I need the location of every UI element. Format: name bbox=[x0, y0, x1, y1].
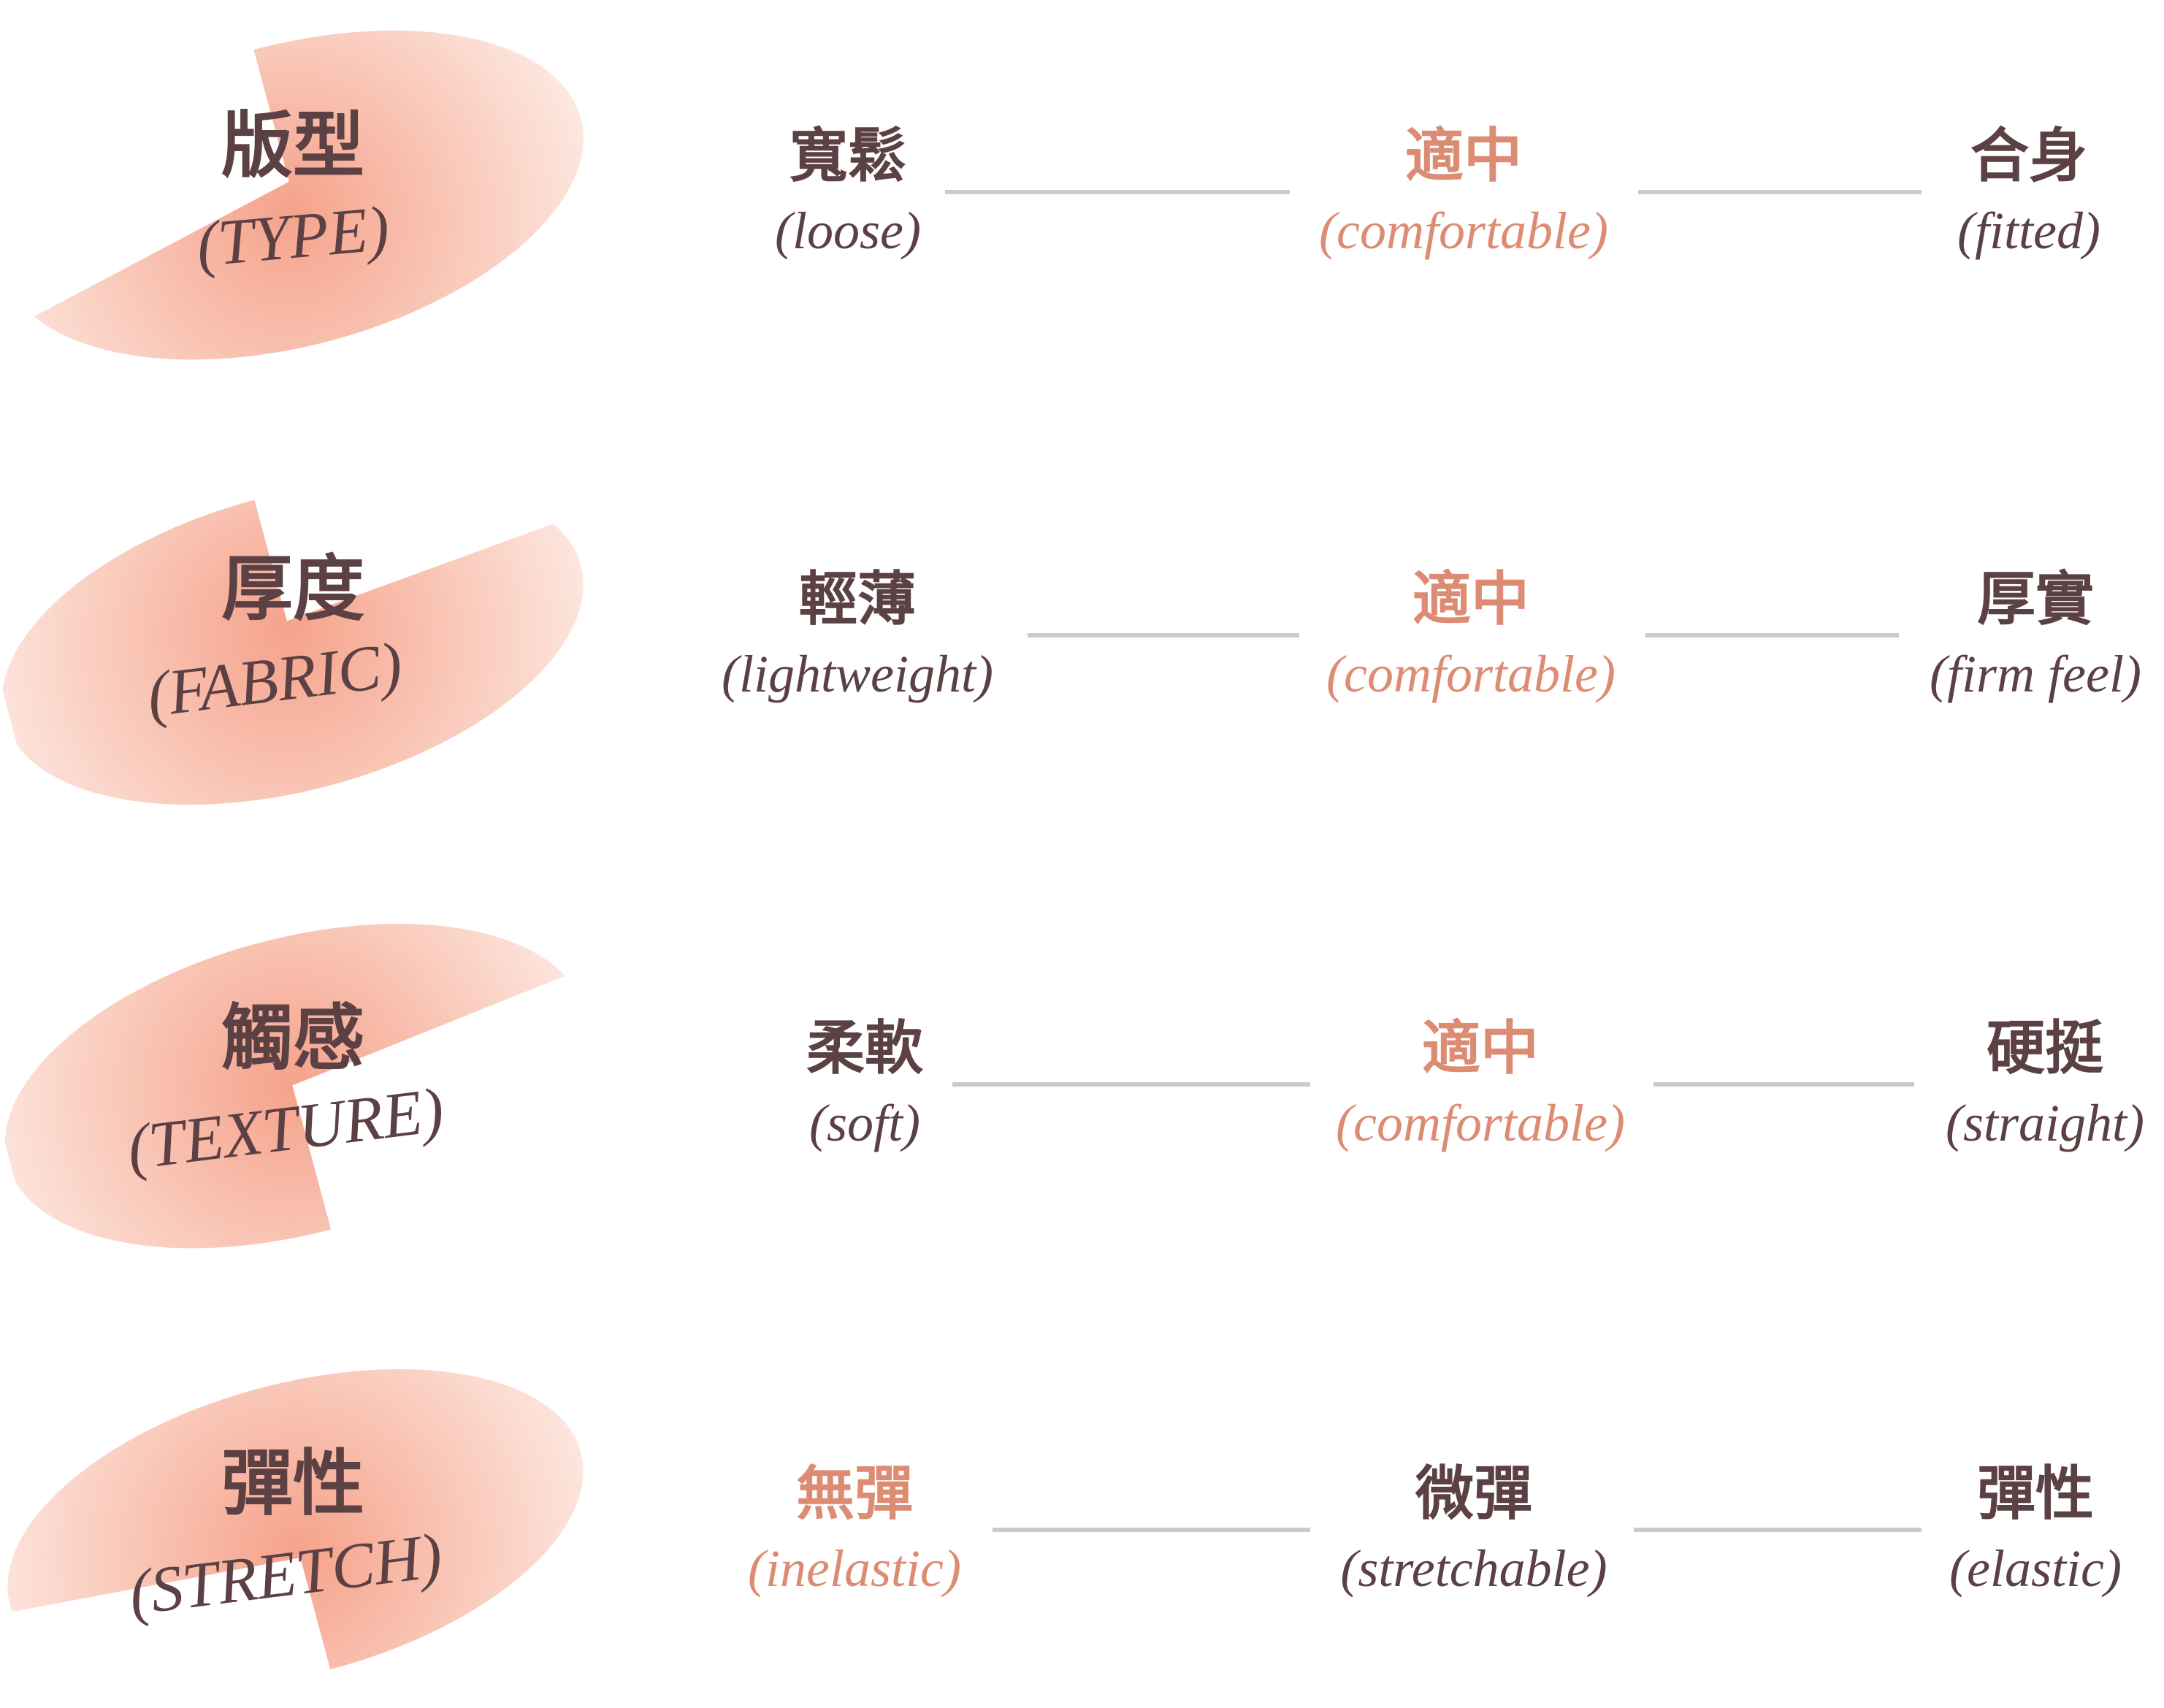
option-lightweight: 輕薄 (lightweight) bbox=[638, 563, 1077, 711]
scale-line bbox=[1634, 1528, 1922, 1532]
scale-line bbox=[945, 190, 1290, 194]
scale-line bbox=[1638, 190, 1922, 194]
scale-line bbox=[993, 1528, 1310, 1532]
option-inelastic: 無彈 (inelastic) bbox=[635, 1458, 1074, 1605]
row-label-zh: 厚度 bbox=[221, 548, 364, 631]
option-label-en: (lightweight) bbox=[722, 645, 993, 703]
option-label-en: (fitted) bbox=[1957, 202, 2100, 260]
option-label-en: (firm feel) bbox=[1930, 645, 2141, 703]
option-loose: 寬鬆 (loose) bbox=[629, 120, 1067, 267]
option-label-en: (elastic) bbox=[1949, 1539, 2122, 1598]
scale-line bbox=[1645, 633, 1899, 637]
scale-line bbox=[1653, 1082, 1914, 1087]
row-type: 版型 (TYPE) 寬鬆 (loose) 適中 (comfortable) 合身… bbox=[0, 0, 2164, 365]
option-comfortable: 適中 (comfortable) bbox=[1245, 120, 1683, 267]
option-label-en: (loose) bbox=[775, 202, 921, 260]
option-label-en: (comfortable) bbox=[1319, 202, 1608, 260]
label-blob bbox=[1, 30, 584, 360]
option-stretchable: 微彈 (stretchable) bbox=[1255, 1458, 1693, 1605]
row-fabric: 厚度 (FABRIC) 輕薄 (lightweight) 適中 (comfort… bbox=[0, 443, 2164, 808]
scale-line bbox=[1028, 633, 1299, 637]
label-blob bbox=[4, 924, 586, 1249]
label-blob bbox=[7, 1369, 584, 1688]
option-fitted: 合身 (fitted) bbox=[1912, 120, 2146, 267]
row-label-zh: 彈性 bbox=[221, 1442, 364, 1525]
row-texture: 觸感 (TEXTURE) 柔軟 (soft) 適中 (comfortable) … bbox=[0, 892, 2164, 1257]
row-label-zh: 觸感 bbox=[221, 997, 364, 1080]
option-label-en: (straight) bbox=[1945, 1094, 2144, 1152]
option-comfortable: 適中 (comfortable) bbox=[1261, 1012, 1700, 1160]
option-label-zh: 寬鬆 bbox=[789, 122, 906, 190]
option-label-zh: 微彈 bbox=[1415, 1460, 1532, 1528]
option-label-zh: 合身 bbox=[1970, 122, 2087, 190]
option-comfortable: 適中 (comfortable) bbox=[1252, 563, 1690, 711]
option-label-en: (soft) bbox=[809, 1094, 920, 1152]
option-elastic: 彈性 (elastic) bbox=[1919, 1458, 2152, 1605]
option-label-zh: 適中 bbox=[1405, 122, 1522, 190]
option-label-zh: 無彈 bbox=[796, 1460, 913, 1528]
option-label-zh: 彈性 bbox=[1977, 1460, 2094, 1528]
option-soft: 柔軟 (soft) bbox=[646, 1012, 1084, 1160]
option-label-en: (comfortable) bbox=[1336, 1094, 1625, 1152]
row-label-zh: 版型 bbox=[221, 104, 364, 188]
option-straight: 硬挺 (straight) bbox=[1928, 1012, 2162, 1160]
option-label-zh: 適中 bbox=[1412, 565, 1529, 633]
option-firm-feel: 厚實 (firm feel) bbox=[1919, 563, 2152, 711]
option-label-zh: 適中 bbox=[1422, 1014, 1539, 1082]
option-label-en: (comfortable) bbox=[1326, 645, 1616, 703]
option-label-zh: 硬挺 bbox=[1987, 1014, 2103, 1082]
option-label-zh: 輕薄 bbox=[799, 565, 916, 633]
option-label-zh: 厚實 bbox=[1977, 565, 2094, 633]
option-label-en: (inelastic) bbox=[748, 1539, 961, 1598]
row-stretch: 彈性 (STRETCH) 無彈 (inelastic) 微彈 (stretcha… bbox=[0, 1338, 2164, 1703]
option-label-zh: 柔軟 bbox=[806, 1014, 923, 1082]
label-blob bbox=[1, 480, 584, 805]
scale-line bbox=[952, 1082, 1310, 1087]
option-label-en: (stretchable) bbox=[1340, 1539, 1607, 1598]
